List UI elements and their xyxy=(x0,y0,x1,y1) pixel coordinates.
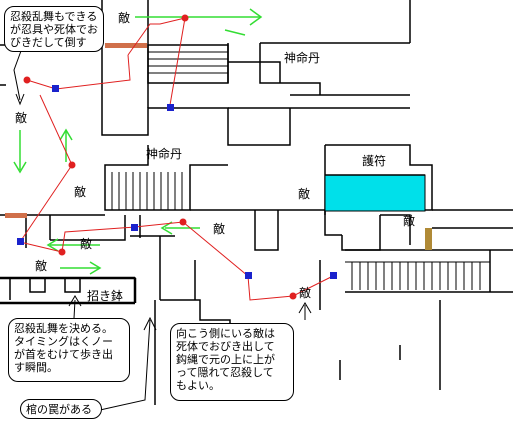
post xyxy=(425,228,432,250)
enemy-label-left: 敵 xyxy=(15,111,28,125)
item-label-gofu: 護符 xyxy=(362,154,387,168)
stairs-right xyxy=(345,261,490,290)
movement-arrows xyxy=(13,8,263,275)
enemy-label-mid-left: 敵 xyxy=(74,185,87,199)
item-label-shinmeitan-top: 神命丹 xyxy=(284,51,321,65)
enemy-label-center: 敵 xyxy=(80,237,93,251)
stairs-middle xyxy=(111,172,183,210)
note-trap: 棺の罠がある xyxy=(20,399,102,419)
ledge-top-left xyxy=(105,43,147,48)
enemy-label-center-right: 敵 xyxy=(213,222,226,236)
enemy-label-far-right: 敵 xyxy=(403,214,416,228)
water-pool xyxy=(324,174,426,212)
note-bottom-right: 向こう側にいる敵は 死体でおびき出して 鈎縄で元の上に上が って隠れて忍殺して … xyxy=(170,323,294,401)
ledge-left xyxy=(5,213,27,218)
item-label-shinmeitan-mid: 神命丹 xyxy=(146,147,183,161)
note-top-left: 忍殺乱舞もできる が忍具や死体でお びきだして倒す xyxy=(4,6,104,52)
note-bottom-left: 忍殺乱舞を決める。 タイミングはくノー が首をむけて歩き出 す瞬間。 xyxy=(8,318,130,382)
enemy-dots xyxy=(23,14,297,300)
enemy-label-low-left: 敵 xyxy=(35,259,48,273)
enemy-label-top: 敵 xyxy=(118,11,131,25)
enemy-label-right: 敵 xyxy=(298,187,311,201)
enemy-label-bottom-right: 敵 xyxy=(299,286,312,300)
thick-walls xyxy=(0,276,137,305)
item-label-manekibachi: 招き鉢 xyxy=(87,289,124,303)
blue-markers xyxy=(17,85,337,279)
stairs-upper xyxy=(148,51,228,74)
